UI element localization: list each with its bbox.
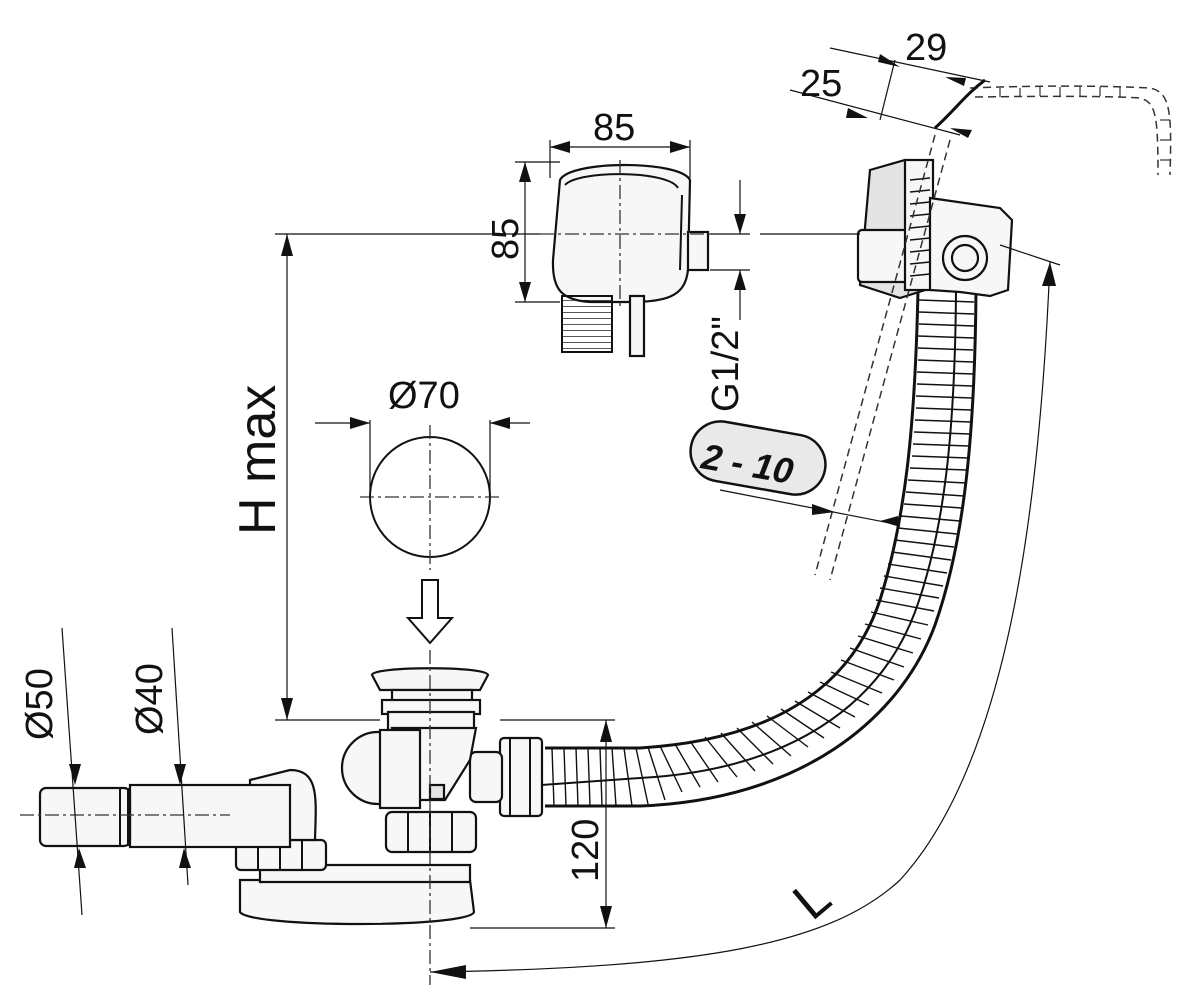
- dim-valve-width: 85: [593, 107, 635, 149]
- dim-trap-height: 120: [565, 819, 607, 882]
- dim-outlet-small: Ø40: [129, 663, 171, 735]
- dim-overflow-width: 29: [905, 27, 947, 69]
- dim-valve-height: 85: [485, 218, 527, 260]
- flexible-hose: [468, 289, 978, 818]
- insert-direction-arrow: [405, 579, 455, 645]
- dimension-lines: [61, 47, 1061, 979]
- dim-cap-diameter: Ø70: [388, 375, 460, 417]
- dim-overflow-depth: 25: [800, 63, 842, 105]
- dim-outlet-large: Ø50: [19, 668, 61, 740]
- dimension-labels: 29 25 85 85 G1/2" Ø70 H max Ø50 Ø40 120 …: [19, 27, 947, 931]
- overflow-assembly: [814, 78, 1172, 581]
- cap-plan-view: [360, 425, 500, 570]
- drain-assembly: [20, 650, 490, 985]
- dim-height-max: H max: [229, 385, 287, 535]
- dim-valve-thread: G1/2": [705, 316, 747, 412]
- wall-thickness-badge: 2 - 10: [689, 420, 827, 496]
- valve-body: [540, 160, 710, 358]
